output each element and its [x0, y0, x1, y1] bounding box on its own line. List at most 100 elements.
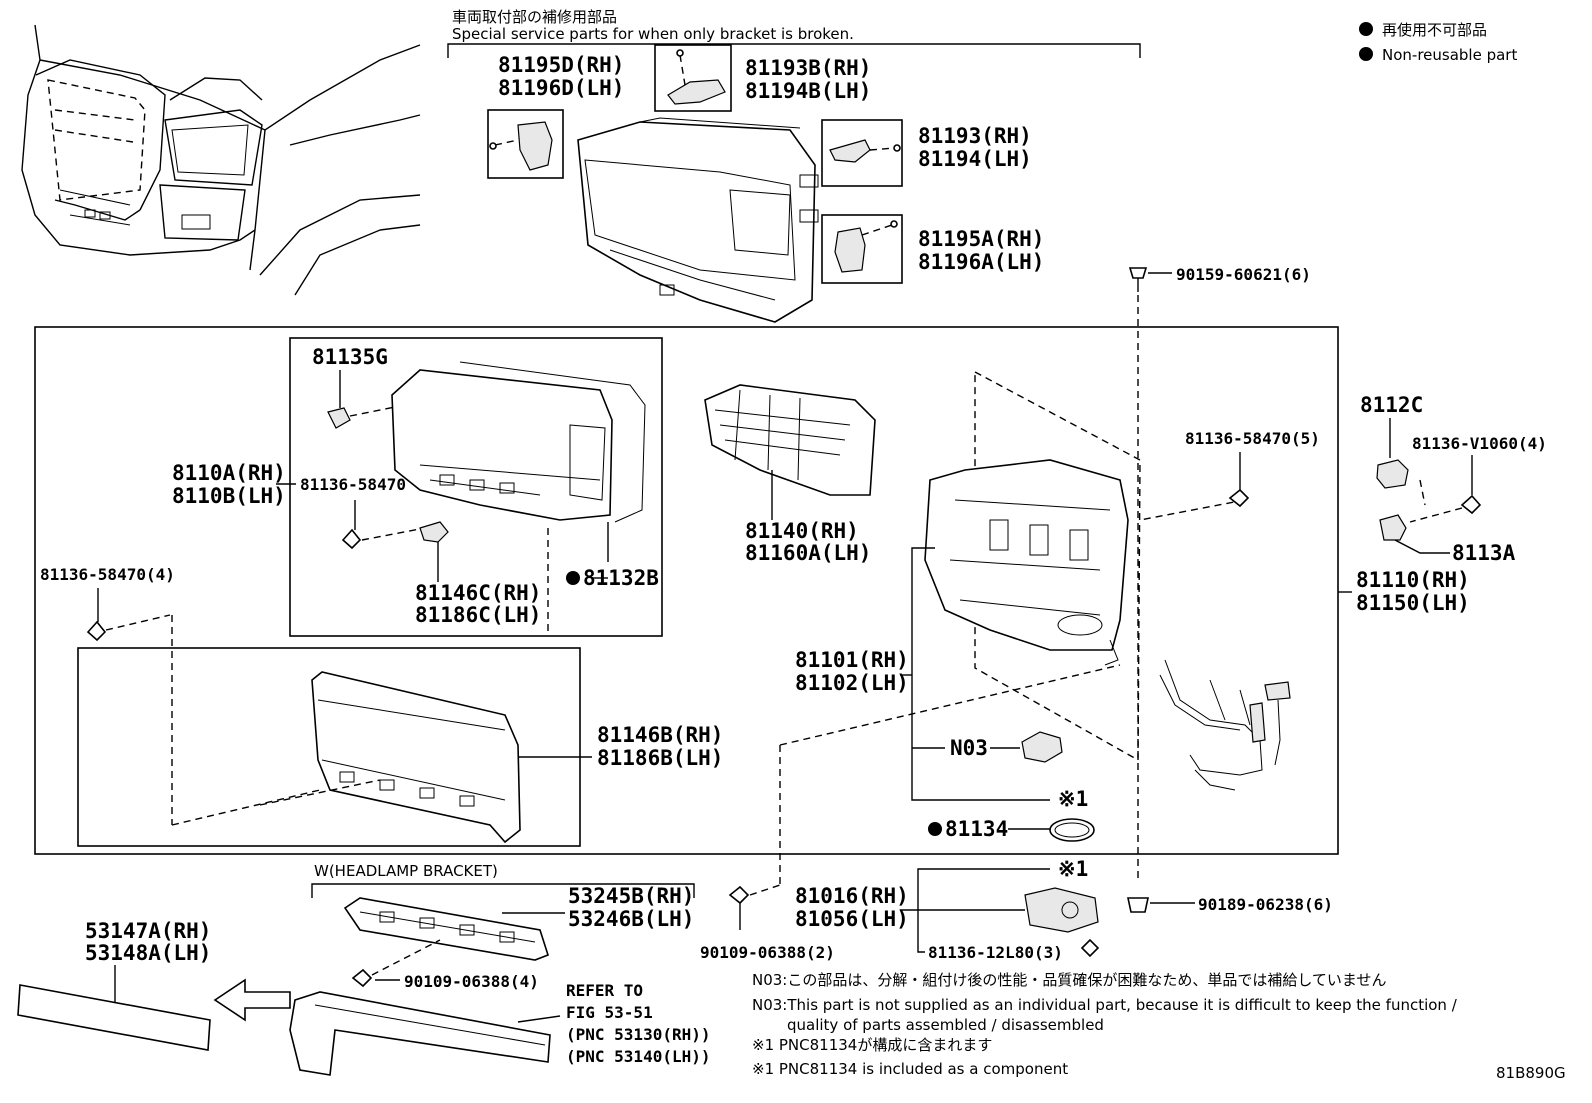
part-53246B: 53246B(LH)	[568, 907, 694, 931]
refer-to-label: REFER TO	[566, 981, 643, 1000]
screw-90159: 90159-60621(6)	[1128, 265, 1311, 880]
part-81110: 81110(RH)	[1356, 568, 1470, 592]
screw-81136-12L80-icon	[1080, 938, 1100, 958]
part-8110B: 8110B(LH)	[172, 484, 286, 508]
screw-81136-4-icon	[86, 620, 107, 642]
bracket-81195A-icon	[834, 227, 866, 273]
bracket-81146C-icon	[419, 521, 449, 543]
part-81136-58470-5: 81136-58470(5)	[1185, 429, 1320, 448]
reflector-illustration	[704, 384, 876, 496]
part-81101: 81101(RH)	[795, 648, 909, 672]
housing-illustration	[924, 370, 1141, 762]
cap-8113A-icon	[1379, 514, 1407, 541]
gasket-81134-icon	[1049, 818, 1095, 842]
part-81102: 81102(LH)	[795, 671, 909, 695]
part-81196A: 81196A(LH)	[918, 250, 1044, 274]
part-81193B: 81193B(RH)	[745, 56, 871, 80]
arrow-icon	[213, 978, 291, 1022]
lens-unit-box	[289, 337, 663, 637]
part-8110A: 8110A(RH)	[172, 461, 286, 485]
non-reusable-81132B-icon	[566, 571, 580, 585]
part-90109-06388-4: 90109-06388(4)	[404, 972, 539, 991]
screw-81136-5-icon	[1228, 488, 1250, 508]
part-81132B: 81132B	[583, 566, 659, 590]
garnish-53130-icon	[289, 991, 551, 1076]
notes: N03:この部品は、分解・組付け後の性能・品質確保が困難なため、単品では補給して…	[752, 971, 1458, 1078]
bolt-90109-4-icon	[351, 968, 373, 988]
note-mark-1-lower: ※1	[1058, 857, 1088, 881]
note-mark1-jp: ※1 PNC81134が構成に含まれます	[752, 1036, 992, 1054]
part-81135G: 81135G	[312, 345, 388, 369]
legend-en: Non-reusable part	[1382, 46, 1517, 64]
part-81136-58470-4: 81136-58470(4)	[40, 565, 175, 584]
non-reusable-bullet-icon	[1359, 22, 1373, 36]
garnish-53147A-icon	[17, 984, 211, 1051]
note-mark-1: ※1	[1058, 787, 1088, 811]
part-81195D: 81195D(RH)	[498, 53, 624, 77]
part-81194: 81194(LH)	[918, 147, 1032, 171]
headlamp-bracket-label: W(HEADLAMP BRACKET)	[314, 862, 498, 880]
clip-90189-icon	[1127, 897, 1149, 913]
part-53148A: 53148A(LH)	[85, 941, 211, 965]
service-parts-header: 車両取付部の補修用部品 Special service parts for wh…	[447, 8, 1141, 58]
bezel-illustration	[311, 671, 521, 844]
non-reusable-bullet-icon	[1359, 47, 1373, 61]
bracket-81195A-box	[821, 214, 903, 284]
part-81146C: 81146C(RH)	[415, 581, 541, 605]
pnc-53140: (PNC 53140(LH))	[566, 1047, 711, 1066]
cap-8112C-icon	[1376, 459, 1409, 489]
part-53147A: 53147A(RH)	[85, 919, 211, 943]
fig-label: FIG 53-51	[566, 1003, 653, 1022]
clip-81135G-icon	[327, 407, 351, 429]
wire-harness-illustration	[1159, 659, 1291, 791]
part-81150: 81150(LH)	[1356, 591, 1470, 615]
non-reusable-81134-icon	[928, 822, 942, 836]
service-header-en: Special service parts for when only brac…	[452, 25, 854, 43]
bracket-81193B-box	[654, 44, 732, 112]
part-81134: 81134	[945, 817, 1008, 841]
legend-jp: 再使用不可部品	[1382, 21, 1487, 39]
vehicle-front-sketch	[21, 24, 421, 296]
bracket-81195D-box	[487, 109, 564, 179]
screw-81136-V1060-icon	[1460, 494, 1482, 515]
part-81186C: 81186C(LH)	[415, 603, 541, 627]
bracket-81195D-icon	[517, 121, 553, 171]
note-n03-en-2: quality of parts assembled / disassemble…	[787, 1016, 1104, 1034]
part-8113A: 8113A	[1452, 541, 1516, 565]
part-81196D: 81196D(LH)	[498, 76, 624, 100]
part-81186B: 81186B(LH)	[597, 746, 723, 770]
part-81136-58470-a: 81136-58470	[300, 475, 406, 494]
part-81136-V1060: 81136-V1060(4)	[1412, 434, 1547, 453]
note-n03-jp: N03:この部品は、分解・組付け後の性能・品質確保が困難なため、単品では補給して…	[752, 971, 1386, 989]
service-parts: 81195D(RH) 81196D(LH) 81193B(RH) 81194B(…	[487, 44, 1044, 323]
service-header-jp: 車両取付部の補修用部品	[452, 8, 617, 26]
lens-unit-illustration	[391, 361, 646, 523]
part-90109-06388-2: 90109-06388(2)	[700, 943, 835, 962]
pnc-53130: (PNC 53130(RH))	[566, 1025, 711, 1044]
bracket-81193B-icon	[667, 79, 726, 105]
part-8112C: 8112C	[1360, 393, 1423, 417]
part-81195A: 81195A(RH)	[918, 227, 1044, 251]
bracket-81193-icon	[829, 139, 871, 163]
part-81194B: 81194B(LH)	[745, 79, 871, 103]
note-n03-en-1: N03:This part is not supplied as an indi…	[752, 996, 1458, 1014]
part-90189: 90189-06238(6)	[1198, 895, 1333, 914]
headlamp-assembly-box	[34, 326, 1339, 855]
part-53245B: 53245B(RH)	[568, 884, 694, 908]
part-81160A: 81160A(LH)	[745, 541, 871, 565]
part-81140: 81140(RH)	[745, 519, 859, 543]
legend: 再使用不可部品 Non-reusable part	[1359, 21, 1517, 64]
bracket-81193-box	[821, 119, 903, 187]
screw-81136-icon	[341, 528, 362, 550]
part-N03: N03	[950, 736, 988, 760]
bracket-53245B-illustration	[343, 897, 549, 961]
part-81193: 81193(RH)	[918, 124, 1032, 148]
actuator-N03-icon	[1021, 731, 1063, 763]
bolt-90109-2-icon	[728, 885, 750, 905]
part-81056: 81056(LH)	[795, 907, 909, 931]
figure-code: 81B890G	[1496, 1064, 1566, 1082]
part-81146B: 81146B(RH)	[597, 723, 723, 747]
part-81016: 81016(RH)	[795, 884, 909, 908]
